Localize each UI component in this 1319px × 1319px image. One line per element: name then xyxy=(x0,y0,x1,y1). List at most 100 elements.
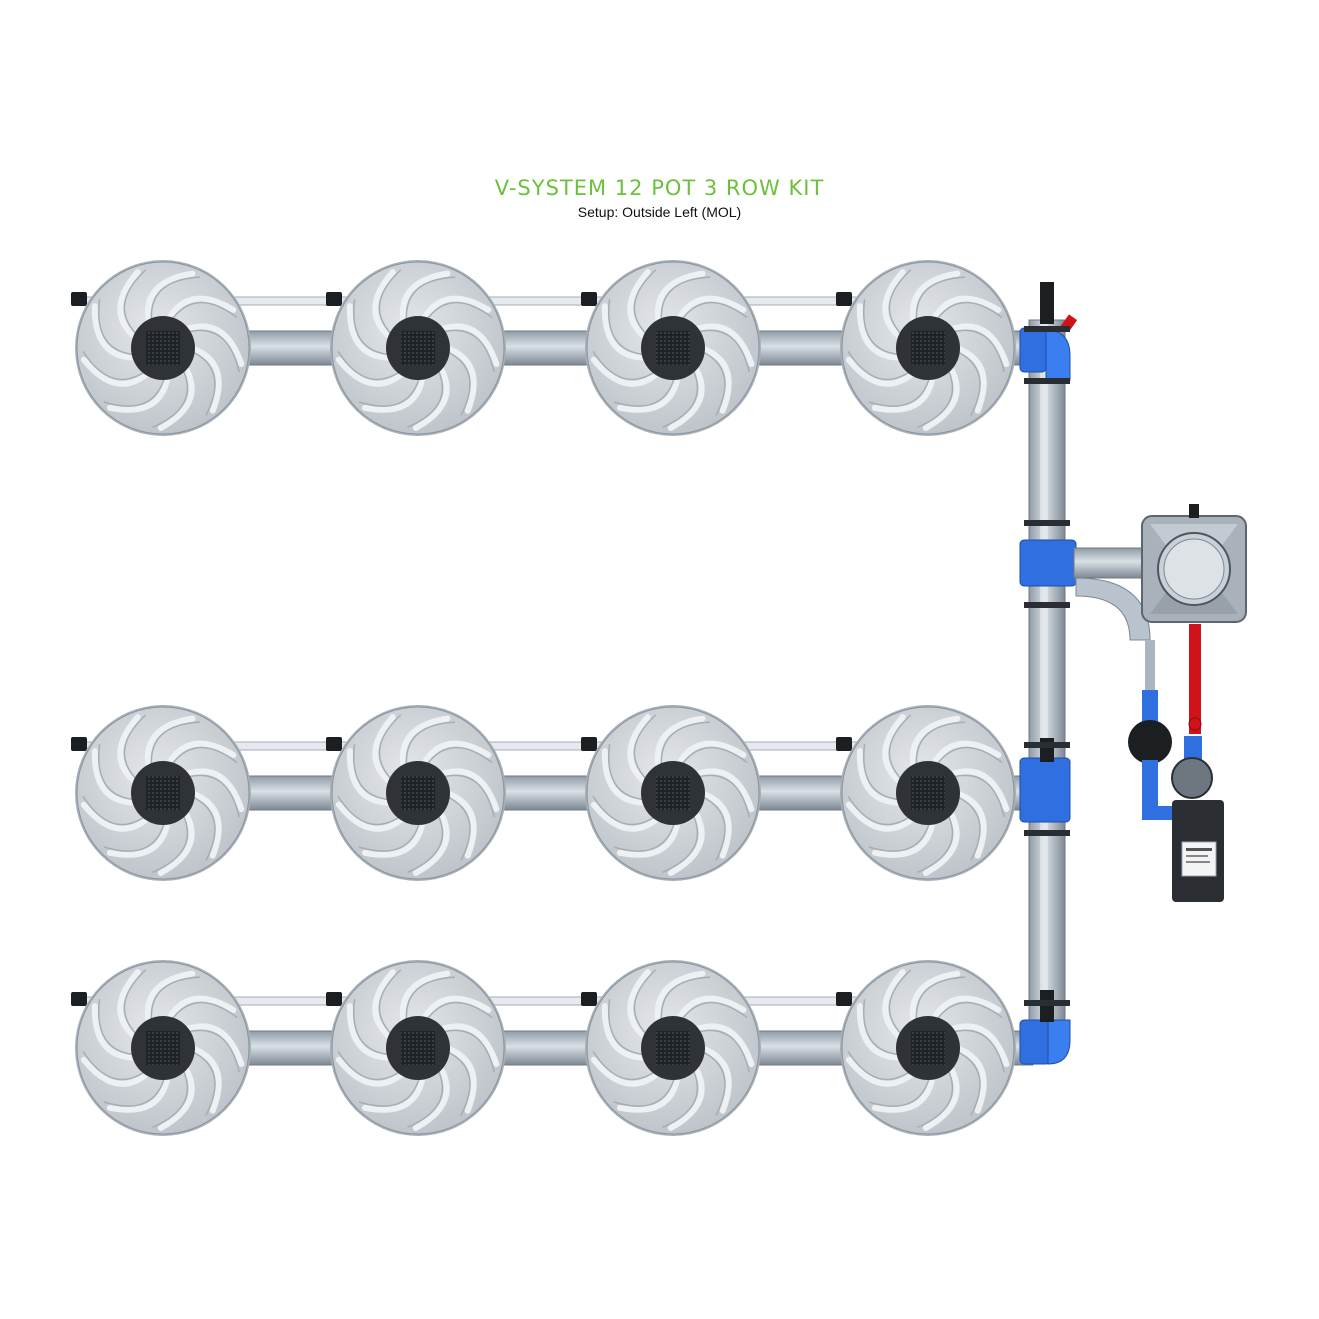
pot-swirl-shadow xyxy=(935,746,1003,767)
pot-swirl xyxy=(601,303,650,361)
pot-swirl xyxy=(654,715,706,772)
pot-swirl xyxy=(117,714,141,787)
flange-ring xyxy=(1024,378,1070,384)
pot-swirl xyxy=(616,1072,681,1113)
pot-feed-fitting xyxy=(71,292,87,306)
pot-swirl xyxy=(654,270,706,327)
pot-icon xyxy=(75,705,251,881)
pot-swirl xyxy=(188,1045,222,1114)
pot-swirl-shadow xyxy=(700,350,726,416)
pot-swirl xyxy=(181,1023,245,1068)
pot-swirl xyxy=(144,270,196,327)
pot-swirl xyxy=(845,1056,917,1087)
pot-swirl xyxy=(361,1072,426,1113)
pot-swirl xyxy=(590,356,662,387)
pot-swirl xyxy=(117,269,141,342)
pot-swirl-shadow xyxy=(445,1050,471,1116)
pot-swirl xyxy=(361,817,426,858)
pot-swirl-shadow xyxy=(935,301,1003,322)
pot-icon xyxy=(585,960,761,1136)
pot-swirl-shadow xyxy=(445,795,471,861)
pot-swirl xyxy=(871,817,936,858)
pot-swirl-shadow xyxy=(592,795,657,826)
pot-swirl-shadow xyxy=(917,367,954,428)
pot-swirl-shadow xyxy=(98,999,136,1056)
pot-swirl xyxy=(335,801,407,832)
pot-swirl-shadow xyxy=(592,350,657,381)
pot-swirl xyxy=(871,372,936,413)
pot-swirl-shadow xyxy=(955,350,981,416)
pump-icon xyxy=(1171,736,1224,902)
pot-swirl-shadow xyxy=(915,976,966,1023)
reservoir-tee xyxy=(1019,539,1151,641)
pot-swirl xyxy=(91,1003,140,1061)
pot-swirl-shadow xyxy=(951,1029,1006,1073)
pot-swirl xyxy=(698,345,732,414)
pot-swirl-shadow xyxy=(407,812,444,873)
pot-swirl-shadow xyxy=(152,367,189,428)
pot-swirl xyxy=(443,790,477,859)
pot-swirl-shadow xyxy=(82,1050,147,1081)
pot-swirl xyxy=(667,1063,705,1131)
pot-swirl xyxy=(882,269,906,342)
pot-icon xyxy=(840,960,1016,1136)
pot-swirl xyxy=(181,323,245,368)
pot-swirl xyxy=(627,269,651,342)
pot-swirl-shadow xyxy=(951,774,1006,818)
pot-mesh-basket xyxy=(656,331,690,365)
pot-mesh-basket xyxy=(911,776,945,810)
manifold-flanges xyxy=(1024,326,1070,1006)
pot-swirl-shadow xyxy=(190,350,216,416)
pot-feed-fitting xyxy=(326,992,342,1006)
pot-swirl xyxy=(845,801,917,832)
page-title: V-SYSTEM 12 POT 3 ROW KIT xyxy=(494,176,825,200)
pot-feed-fitting xyxy=(581,292,597,306)
pot-swirl-shadow xyxy=(425,746,493,767)
pot-swirl-shadow xyxy=(696,1029,751,1073)
pot-swirl-shadow xyxy=(868,375,931,407)
pot-swirl-shadow xyxy=(633,969,657,1037)
pot-swirl-shadow xyxy=(633,714,657,782)
pot-swirl xyxy=(691,1023,755,1068)
pot-swirl-shadow xyxy=(353,744,391,801)
pot-swirl xyxy=(691,323,755,368)
pot-swirl-shadow xyxy=(868,820,931,852)
pot-swirl xyxy=(922,1063,960,1131)
pot-swirl xyxy=(157,1063,195,1131)
pot-swirl xyxy=(871,1072,936,1113)
pot-swirl-shadow xyxy=(863,999,901,1056)
pot-icon xyxy=(330,960,506,1136)
pot-mesh-basket xyxy=(146,1031,180,1065)
flange-ring xyxy=(1024,520,1070,526)
reservoir-icon xyxy=(1141,504,1247,623)
pot-swirl-shadow xyxy=(441,329,496,373)
top-elbow xyxy=(1019,282,1078,381)
top-drain-fitting xyxy=(1040,282,1054,324)
pot-swirl-shadow xyxy=(358,375,421,407)
pot-swirl-shadow xyxy=(123,269,147,337)
pot-swirl-shadow xyxy=(405,276,456,323)
pot-swirl-shadow xyxy=(955,1050,981,1116)
pot-icon xyxy=(330,705,506,881)
pot-swirl-shadow xyxy=(888,269,912,337)
pot-swirl xyxy=(616,817,681,858)
pot-swirl xyxy=(346,748,395,806)
pot-swirl-shadow xyxy=(186,1029,241,1073)
pot-swirl xyxy=(922,807,960,876)
pot-swirl-shadow xyxy=(425,1001,493,1022)
pot-swirl xyxy=(616,372,681,413)
pot-swirl xyxy=(335,1056,407,1087)
pot-icon xyxy=(840,705,1016,881)
pot-swirl-shadow xyxy=(613,820,676,852)
pot-swirl-shadow xyxy=(407,1067,444,1128)
pot-swirl xyxy=(399,270,451,327)
pot-mesh-basket xyxy=(401,331,435,365)
pot-swirl xyxy=(181,768,245,813)
pot-swirl-shadow xyxy=(700,1050,726,1116)
pot-swirl xyxy=(856,748,905,806)
pot-swirl-shadow xyxy=(680,1001,748,1022)
pot-swirl-shadow xyxy=(103,375,166,407)
pot-swirl xyxy=(929,295,1002,324)
pot-swirl xyxy=(909,715,961,772)
